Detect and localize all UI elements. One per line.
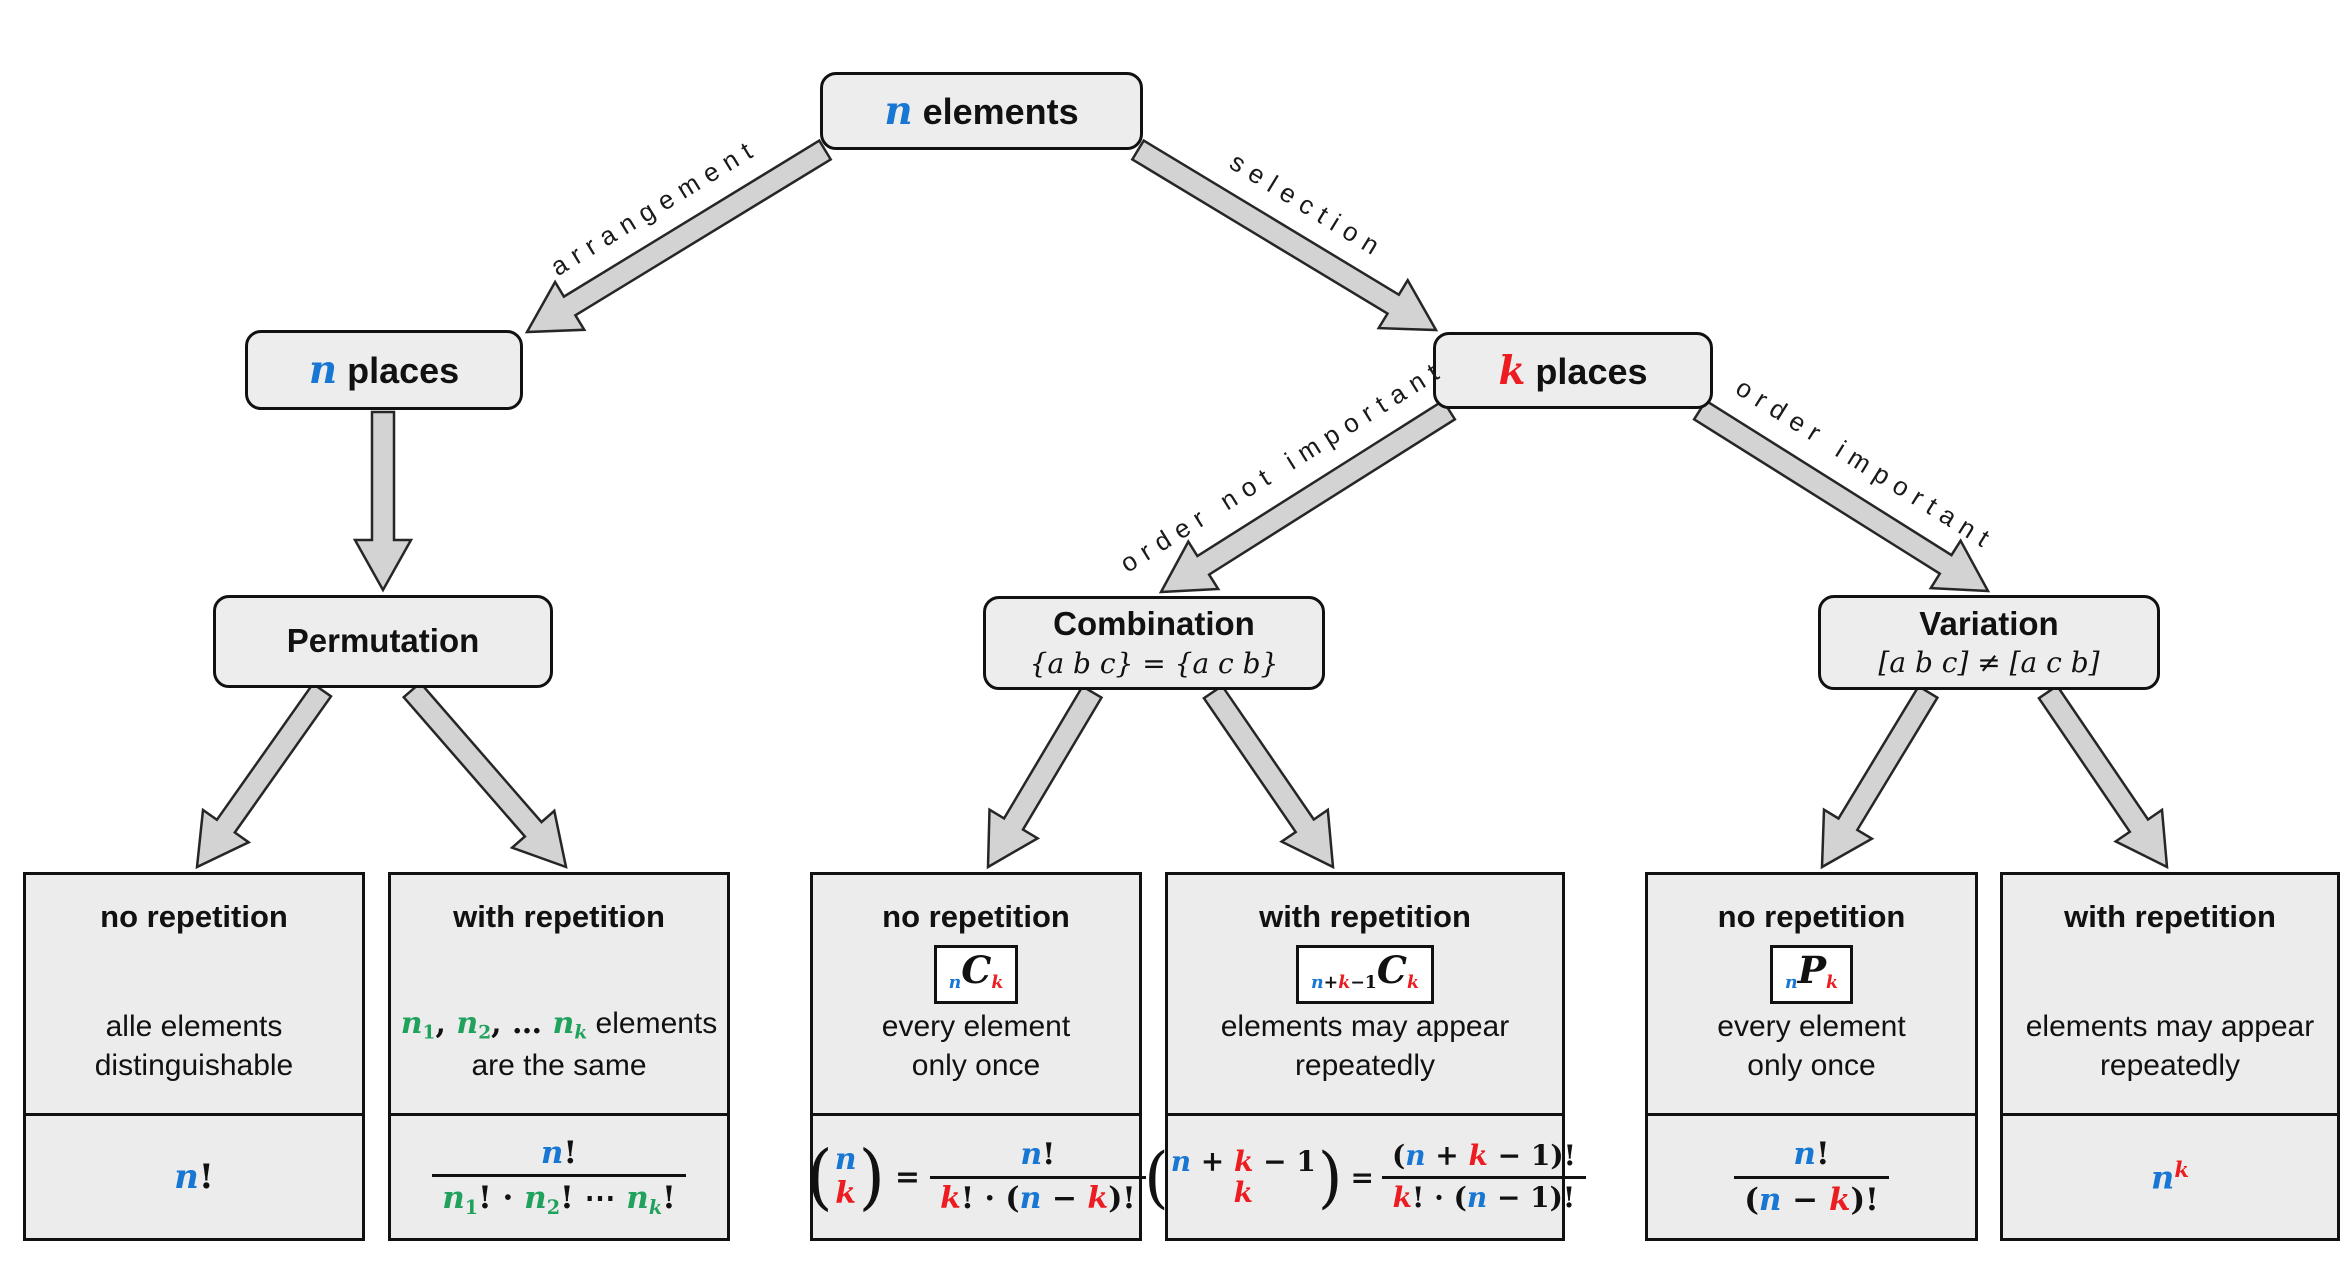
box-description: n1, n2, … nk elements are the same (400, 1006, 718, 1082)
box-title: with repetition (1259, 899, 1471, 934)
box-title: with repetition (453, 899, 665, 934)
box-info: no repetition nCk every element only onc… (813, 875, 1139, 1113)
edge-permutation-to-no-repetition-arrow (195, 681, 333, 870)
left-paren: ( (1144, 1138, 1169, 1216)
node-k-places-label: k places (1498, 347, 1648, 394)
box-variation-with-repetition: with repetition elements may appear repe… (2000, 872, 2340, 1241)
box-info: with repetition elements may appear repe… (2003, 875, 2337, 1113)
box-info: with repetition n1, n2, … nk elements ar… (391, 875, 727, 1113)
edge-selection-arrow (1130, 138, 1439, 332)
symbol-badge-nCk: nCk (933, 945, 1019, 1005)
node-combination-title: Combination (1053, 605, 1255, 643)
box-variation-no-repetition: no repetition nPk every element only onc… (1645, 872, 1978, 1241)
formula-n-factorial: n! (26, 1113, 362, 1238)
box-description: elements may appear repeatedly (2025, 1010, 2315, 1082)
box-description: alle elements distinguishable (94, 1010, 294, 1082)
box-title: no repetition (882, 899, 1070, 934)
node-combination-subtitle: {a b c} = {a c b} (1029, 646, 1279, 680)
node-variation: Variation [a b c] ≠ [a c b] (1818, 595, 2160, 690)
edge-variation-to-no-repetition-arrow (1820, 684, 1940, 870)
node-k-places: k places (1433, 332, 1713, 409)
edge-combination-to-no-repetition-arrow (986, 684, 1104, 870)
edge-combination-to-with-repetition-arrow (1202, 684, 1335, 870)
edge-arrangement-arrow (524, 138, 833, 334)
formula-binomial: ( n k ) = n! k! · (n − k)! (806, 1113, 1146, 1238)
box-info: no repetition alle elements distinguisha… (26, 875, 362, 1113)
node-n-elements: n elements (820, 72, 1143, 150)
formula-n-power-k: nk (2003, 1113, 2337, 1238)
right-paren: ) (858, 1135, 885, 1219)
node-combination: Combination {a b c} = {a c b} (983, 596, 1325, 690)
box-description: elements may appear repeatedly (1220, 1010, 1510, 1082)
box-combination-no-repetition: no repetition nCk every element only onc… (806, 872, 1146, 1241)
formula-k-permutation: n! (n − k)! (1648, 1113, 1975, 1238)
box-description: every element only once (881, 1010, 1071, 1082)
node-n-elements-label: n elements (884, 88, 1079, 134)
box-description: every element only once (1717, 1010, 1906, 1082)
box-combination-with-repetition: with repetition n+k−1Ck elements may app… (1144, 872, 1586, 1241)
box-permutation-no-repetition: no repetition alle elements distinguisha… (23, 872, 365, 1241)
edge-variation-to-with-repetition-arrow (2037, 684, 2169, 870)
box-permutation-with-repetition: with repetition n1, n2, … nk elements ar… (388, 872, 730, 1241)
box-title: with repetition (2064, 899, 2276, 934)
node-permutation: Permutation (213, 595, 553, 688)
formula-multiset-permutation: n! n1! · n2! ⋯ nk! (391, 1113, 727, 1238)
equals-sign: = (1350, 1160, 1374, 1194)
edge-n-places-to-permutation-arrow (352, 410, 414, 593)
node-permutation-title: Permutation (286, 622, 480, 660)
edge-permutation-to-with-repetition-arrow (401, 681, 568, 869)
symbol-badge-n+k-1Ck: n+k−1Ck (1296, 945, 1434, 1005)
node-variation-subtitle: [a b c] ≠ [a c b] (1878, 646, 2100, 680)
edge-k-places-to-combination-arrow (1158, 398, 1457, 594)
box-title: no repetition (100, 899, 288, 934)
box-info: with repetition n+k−1Ck elements may app… (1168, 875, 1562, 1113)
edge-k-places-to-variation-arrow (1692, 398, 1991, 593)
equals-sign: = (894, 1159, 921, 1195)
node-n-places: n places (245, 330, 523, 410)
box-info: no repetition nPk every element only onc… (1648, 875, 1975, 1113)
formula-multiset-binomial: ( n + k − 1 k ) = (n + k − 1)! k! · (n −… (1144, 1113, 1586, 1238)
node-n-places-label: n places (308, 347, 460, 393)
box-title: no repetition (1717, 899, 1906, 934)
left-paren: ( (806, 1135, 833, 1219)
right-paren: ) (1317, 1138, 1343, 1216)
node-variation-title: Variation (1919, 604, 2059, 642)
symbol-badge-nPk: nPk (1769, 945, 1854, 1005)
